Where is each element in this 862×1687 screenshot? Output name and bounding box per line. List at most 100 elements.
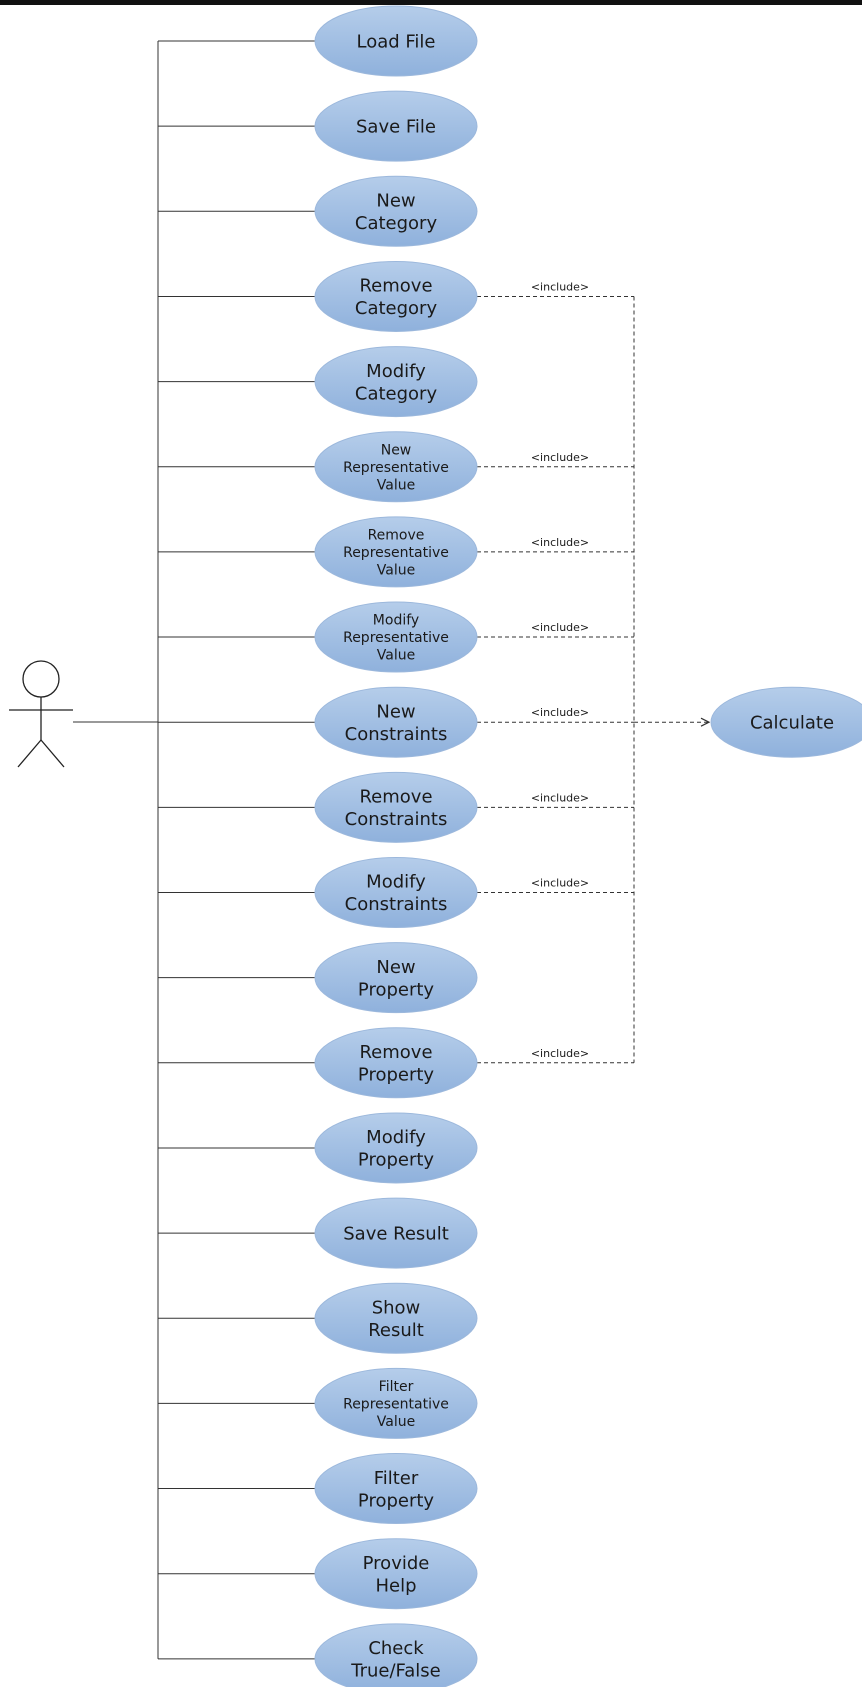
include-label: <include> [531, 536, 589, 549]
use-case-calculate[interactable]: Calculate [710, 686, 862, 758]
use-case-label: Category [355, 298, 438, 319]
use-case-ellipse [314, 1027, 478, 1099]
use-case-label: Remove [368, 527, 425, 543]
use-case-ellipse [314, 1453, 478, 1525]
use-case-label: Filter [374, 1468, 419, 1489]
use-case-label: New [376, 191, 415, 212]
use-case-label: Modify [366, 1127, 426, 1148]
use-case-label: Category [355, 383, 438, 404]
use-case-ellipse [314, 857, 478, 928]
use-case-label: Value [377, 562, 415, 578]
use-case-ellipse [314, 1112, 478, 1184]
use-case-ellipse [314, 346, 478, 418]
include-label: <include> [531, 451, 589, 464]
use-case-label: Modify [373, 613, 419, 629]
use-case-label: Representative [343, 545, 449, 561]
use-case-ellipse [314, 686, 478, 758]
use-case-ellipse [314, 1623, 478, 1687]
include-relations: <include> <include> <include> <include> <inc… [477, 280, 709, 1064]
use-case-label: Check [368, 1638, 424, 1659]
use-case-ellipse [314, 90, 478, 162]
use-case-label: Constraints [345, 809, 448, 830]
use-case-save-result[interactable]: Save Result [314, 1197, 478, 1269]
use-case-label: Property [358, 1065, 435, 1086]
actor-left-leg [17, 739, 42, 768]
use-case-ellipse [314, 1538, 478, 1610]
use-case-label: Save File [356, 117, 436, 138]
actor-head [22, 660, 60, 698]
use-case-ellipse [314, 1367, 478, 1439]
use-case-ellipse [314, 1197, 478, 1269]
use-case-label: Result [368, 1320, 424, 1341]
include-label: <include> [531, 1047, 589, 1060]
use-case-label: New [376, 957, 415, 978]
use-case-save-file[interactable]: Save File [314, 90, 478, 162]
use-case-label: Remove [359, 276, 432, 297]
use-case-label: Representative [343, 630, 449, 646]
include-label: <include> [531, 877, 589, 890]
use-case-ellipse [314, 175, 478, 247]
top-border [0, 0, 862, 5]
actor [9, 660, 73, 768]
use-case-label: Modify [366, 361, 426, 382]
use-case-label: Remove [359, 787, 432, 808]
use-case-label: Category [355, 213, 438, 234]
use-case-label: Property [358, 1490, 435, 1511]
use-case-ellipse [314, 260, 478, 332]
use-case-label: New [376, 701, 415, 722]
use-case-ellipse [314, 771, 478, 843]
use-case-ellipse [314, 601, 478, 673]
use-case-label: Representative [343, 1396, 449, 1412]
include-label: <include> [531, 791, 589, 804]
use-case-ellipse [314, 431, 478, 503]
use-case-label: Property [358, 979, 435, 1000]
calculate-use-case: Calculate [710, 686, 862, 758]
include-label: <include> [531, 621, 589, 634]
use-case-label: Representative [343, 460, 449, 476]
use-case-ellipse [710, 686, 862, 758]
use-case-ellipse [314, 942, 478, 1014]
use-case-label: Remove [359, 1042, 432, 1063]
use-case-ellipse [314, 516, 478, 588]
use-case-label: Save Result [343, 1224, 449, 1245]
use-case-load-file[interactable]: Load File [314, 5, 478, 77]
use-case-label: Filter [379, 1379, 414, 1395]
use-case-label: Modify [366, 872, 426, 893]
use-case-label: Value [377, 648, 415, 664]
include-label: <include> [531, 280, 589, 293]
actor-right-leg [40, 739, 65, 768]
use-case-label: Value [377, 1414, 415, 1430]
use-case-ellipse [314, 5, 478, 77]
use-case-label: Help [375, 1575, 416, 1596]
use-case-label: True/False [350, 1661, 440, 1682]
use-case-ellipse [314, 1282, 478, 1354]
use-case-label: New [381, 442, 412, 458]
include-label: <include> [531, 706, 589, 719]
use-case-label: Load File [356, 31, 435, 52]
use-case-label: Calculate [750, 713, 834, 734]
use-case-label: Constraints [345, 724, 448, 745]
association-lines [73, 40, 315, 1660]
use-case-label: Property [358, 1150, 435, 1171]
use-case-label: Constraints [345, 894, 448, 915]
use-case-label: Provide [363, 1553, 430, 1574]
